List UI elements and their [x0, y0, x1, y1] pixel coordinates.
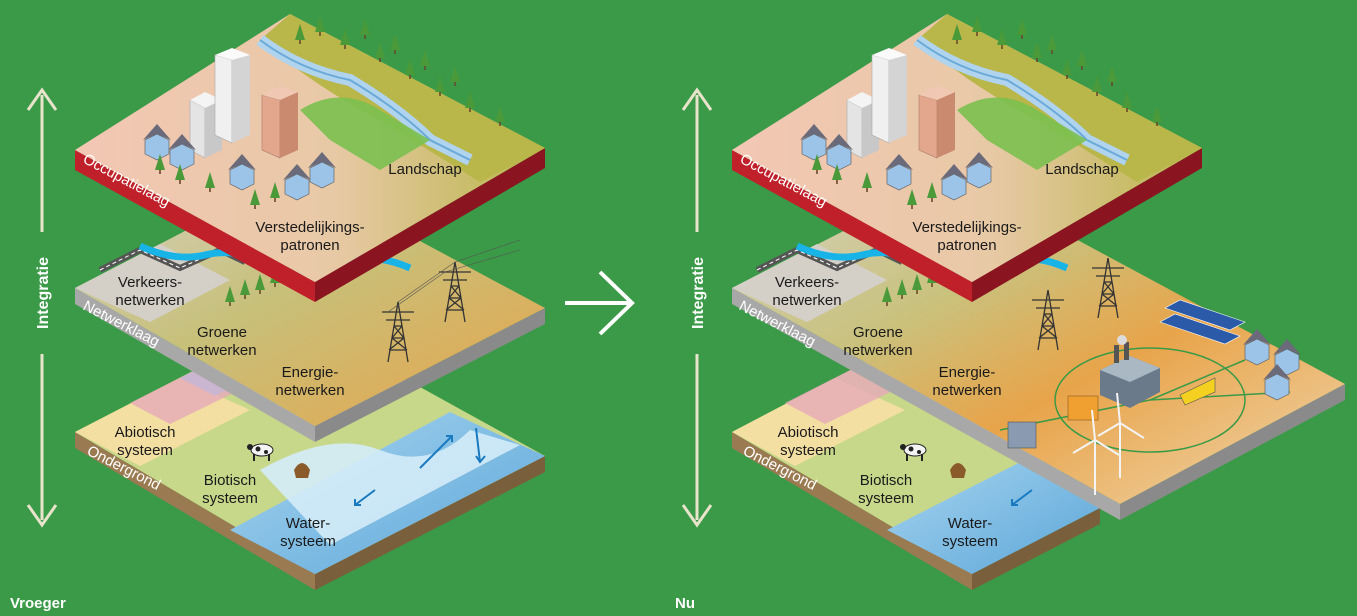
charging-station-icon	[1179, 377, 1216, 406]
urbanization-label-1: Verstedelijkings-	[255, 219, 364, 236]
landscape-label: Landschap	[388, 161, 461, 178]
network-layer-now: Netwerklaag Verkeers- netwerken Groene n…	[732, 174, 1345, 520]
traffic-label-2-now: netwerken	[772, 292, 841, 309]
arrow-up-icon	[26, 87, 58, 111]
network-layer: Netwerklaag Verkeers- netwerken Groene n…	[75, 174, 545, 442]
integration-axis: Integratie	[26, 87, 58, 528]
landscape-label-now: Landschap	[1045, 161, 1118, 178]
diagram-before: Integratie Ondergrond Abiotisch systeem …	[10, 14, 545, 612]
arrow-down-icon	[26, 504, 58, 528]
biotic-label-1: Biotisch	[204, 472, 257, 489]
energy-label-2: netwerken	[275, 382, 344, 399]
occupation-layer: Occupatielaag Landschap Verstedelijkings…	[75, 14, 545, 302]
green-label-1-now: Groene	[853, 324, 903, 341]
factory-icon	[1100, 335, 1160, 408]
integration-axis-now: Integratie	[681, 87, 713, 528]
traffic-label-2: netwerken	[115, 292, 184, 309]
water-label-2-now: systeem	[942, 533, 998, 550]
water-label-1: Water-	[286, 515, 330, 532]
green-label-1: Groene	[197, 324, 247, 341]
biotic-label-2-now: systeem	[858, 490, 914, 507]
solar-panels-icon	[1159, 299, 1246, 345]
green-label-2: netwerken	[187, 342, 256, 359]
transition-arrow-icon	[565, 270, 635, 336]
traffic-label-1: Verkeers-	[118, 274, 182, 291]
axis-label-now: Integratie	[690, 257, 707, 329]
water-label-2: systeem	[280, 533, 336, 550]
diagram-now: Integratie Ondergrond Abiotisch systeem …	[675, 14, 1345, 612]
urbanization-label-1-now: Verstedelijkings-	[912, 219, 1021, 236]
energy-label-1-now: Energie-	[939, 364, 996, 381]
abiotic-label-1: Abiotisch	[115, 424, 176, 441]
axis-label: Integratie	[35, 257, 52, 329]
abiotic-label-2: systeem	[117, 442, 173, 459]
urbanization-label-2: patronen	[280, 237, 339, 254]
green-label-2-now: netwerken	[843, 342, 912, 359]
arrow-down-icon	[681, 504, 713, 528]
subsurface-layer-now: Ondergrond Abiotisch systeem Biotisch sy…	[732, 318, 1100, 590]
energy-label-2-now: netwerken	[932, 382, 1001, 399]
biotic-label-2: systeem	[202, 490, 258, 507]
abiotic-label-1-now: Abiotisch	[778, 424, 839, 441]
arrow-up-icon	[681, 87, 713, 111]
biotic-label-1-now: Biotisch	[860, 472, 913, 489]
era-label-before: Vroeger	[10, 595, 66, 612]
water-label-1-now: Water-	[948, 515, 992, 532]
abiotic-label-2-now: systeem	[780, 442, 836, 459]
occupation-layer-now: Occupatielaag Landschap Verstedelijkings…	[732, 14, 1202, 302]
traffic-label-1-now: Verkeers-	[775, 274, 839, 291]
transformer-icon	[1007, 421, 1037, 449]
urbanization-label-2-now: patronen	[937, 237, 996, 254]
era-label-now: Nu	[675, 595, 695, 612]
energy-label-1: Energie-	[282, 364, 339, 381]
